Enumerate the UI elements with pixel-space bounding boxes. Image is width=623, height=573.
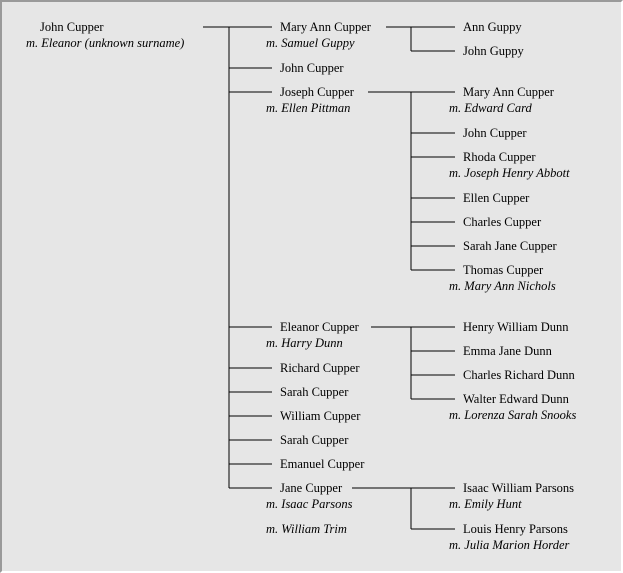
person-ann-guppy: Ann Guppy (463, 20, 522, 34)
person-charles-cupper: Charles Cupper (463, 215, 542, 229)
person-ellen-cupper: Ellen Cupper (463, 191, 530, 205)
spouse-harry-dunn: m. Harry Dunn (266, 336, 343, 350)
person-richard-cupper: Richard Cupper (280, 361, 360, 375)
person-john-cupper-root: John Cupper (40, 20, 104, 34)
person-isaac-william-parsons: Isaac William Parsons (463, 481, 575, 495)
person-charles-richard-dunn: Charles Richard Dunn (463, 368, 575, 382)
person-sarah-cupper-1: Sarah Cupper (280, 385, 349, 399)
spouse-joseph-henry-abbott: m. Joseph Henry Abbott (449, 166, 570, 180)
person-john-cupper-child: John Cupper (280, 61, 344, 75)
person-mary-ann-cupper: Mary Ann Cupper (280, 20, 371, 34)
person-rhoda-cupper: Rhoda Cupper (463, 150, 536, 164)
person-jane-cupper: Jane Cupper (280, 481, 343, 495)
person-louis-henry-parsons: Louis Henry Parsons (463, 522, 568, 536)
spouse-edward-card: m. Edward Card (449, 101, 532, 115)
person-emanuel-cupper: Emanuel Cupper (280, 457, 365, 471)
person-joseph-cupper: Joseph Cupper (280, 85, 354, 99)
spouse-samuel-guppy: m. Samuel Guppy (266, 36, 355, 50)
spouse-julia-marion-horder: m. Julia Marion Horder (449, 538, 570, 552)
spouse-lorenza-sarah-snooks: m. Lorenza Sarah Snooks (449, 408, 577, 422)
spouse-emily-hunt: m. Emily Hunt (449, 497, 522, 511)
person-john-guppy: John Guppy (463, 44, 524, 58)
person-mary-ann-cupper-gc: Mary Ann Cupper (463, 85, 554, 99)
person-henry-william-dunn: Henry William Dunn (463, 320, 569, 334)
spouse-william-trim: m. William Trim (266, 522, 347, 536)
person-walter-edward-dunn: Walter Edward Dunn (463, 392, 569, 406)
person-william-cupper: William Cupper (280, 409, 361, 423)
spouse-isaac-parsons: m. Isaac Parsons (266, 497, 353, 511)
spouse-mary-ann-nichols: m. Mary Ann Nichols (449, 279, 556, 293)
person-thomas-cupper: Thomas Cupper (463, 263, 544, 277)
spouse-eleanor: m. Eleanor (unknown surname) (26, 36, 185, 50)
spouse-ellen-pittman: m. Ellen Pittman (266, 101, 351, 115)
person-sarah-jane-cupper: Sarah Jane Cupper (463, 239, 557, 253)
person-john-cupper-gc: John Cupper (463, 126, 527, 140)
person-eleanor-cupper: Eleanor Cupper (280, 320, 359, 334)
person-sarah-cupper-2: Sarah Cupper (280, 433, 349, 447)
person-emma-jane-dunn: Emma Jane Dunn (463, 344, 552, 358)
